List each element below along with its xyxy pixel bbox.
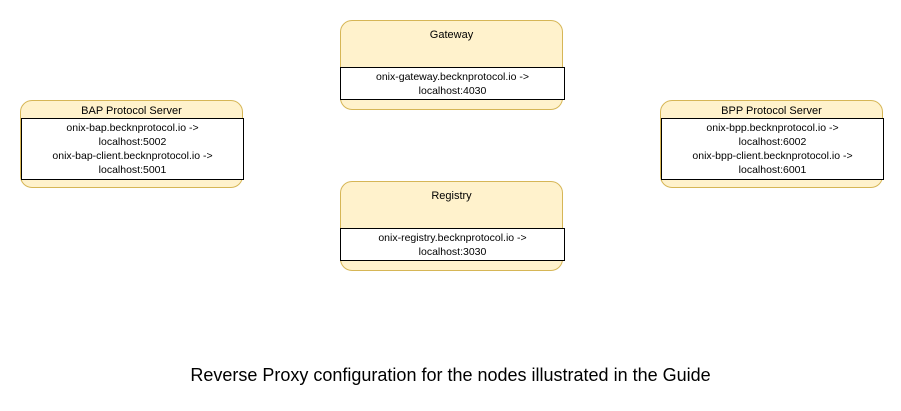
node-config-panel: onix-registry.becknprotocol.io -> localh… [340,228,565,261]
node-title: BPP Protocol Server [721,105,822,117]
node-config-panel: onix-bpp.becknprotocol.io -> localhost:6… [661,118,884,180]
node-title: Registry [431,190,472,202]
config-line: localhost:5001 [98,164,167,176]
node-registry[interactable]: Registry onix-registry.becknprotocol.io … [340,181,565,271]
node-title: Gateway [429,29,474,41]
config-line: localhost:6002 [738,136,807,148]
node-gateway[interactable]: Gateway onix-gateway.becknprotocol.io ->… [340,20,565,110]
node-config-panel: onix-bap.becknprotocol.io -> localhost:5… [21,118,244,180]
config-line: localhost:6001 [738,164,807,176]
config-line: localhost:3030 [418,245,487,258]
node-config-panel: onix-gateway.becknprotocol.io -> localho… [340,67,565,100]
node-bap-protocol-server[interactable]: BAP Protocol Server onix-bap.becknprotoc… [20,100,244,188]
config-line: onix-bpp-client.becknprotocol.io -> [692,150,853,162]
config-line: onix-bap-client.becknprotocol.io -> [52,150,213,162]
config-line: localhost:4030 [418,84,487,97]
diagram-caption: Reverse Proxy configuration for the node… [190,365,711,385]
config-line: onix-bpp.becknprotocol.io -> [706,122,839,134]
config-line: onix-bap.becknprotocol.io -> [66,122,199,134]
config-line: onix-gateway.becknprotocol.io -> [375,70,529,83]
config-line: onix-registry.becknprotocol.io -> [378,231,527,244]
config-line: localhost:5002 [98,136,167,148]
node-bpp-protocol-server[interactable]: BPP Protocol Server onix-bpp.becknprotoc… [660,100,884,188]
node-title: BAP Protocol Server [81,105,182,117]
